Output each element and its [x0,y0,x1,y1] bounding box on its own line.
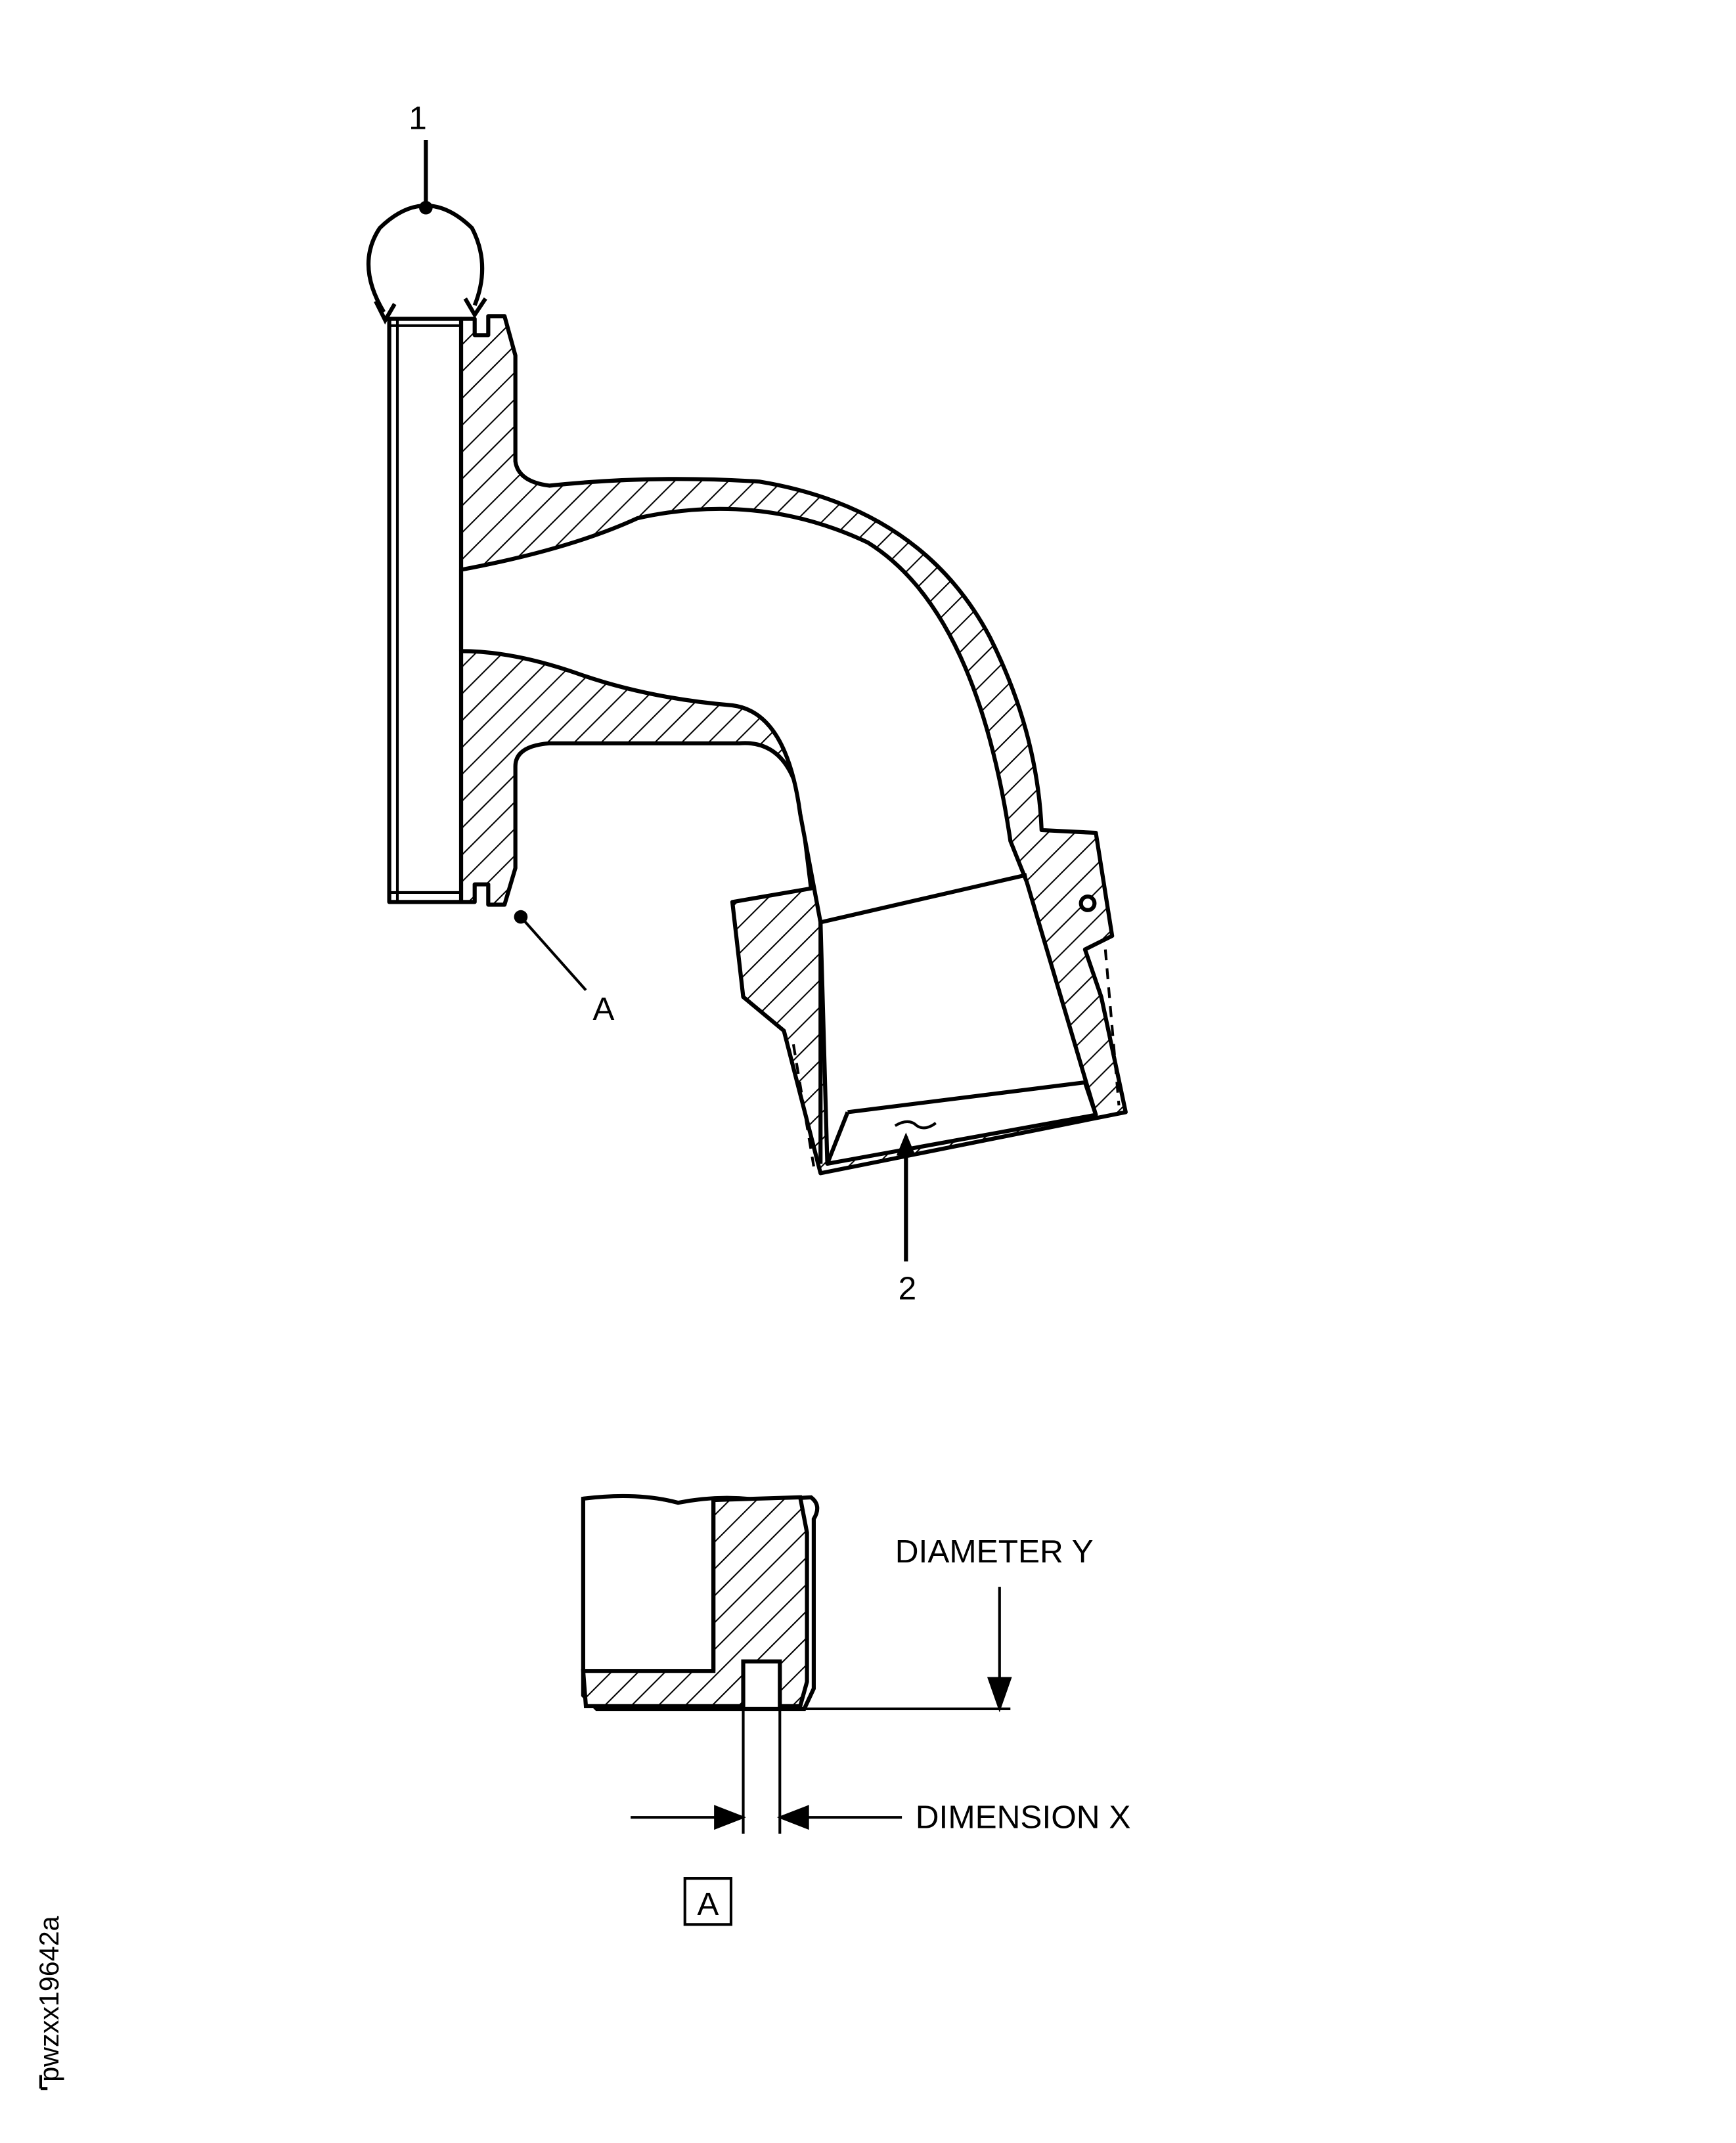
lock-hole [1079,895,1097,912]
elbow-section [387,314,1128,1176]
rotate-arrow-icon [367,204,485,313]
thread-dashes [791,949,1121,1167]
detail-ref-label: A [592,990,614,1027]
callout-2: 2 [896,1132,917,1306]
flange-plate [387,317,464,904]
detail-box [683,1877,733,1926]
elbow-bore [458,506,1098,1166]
mark-tilde [894,1120,937,1130]
callout-detail-a: A [514,910,614,1027]
diameter-y-label: DIAMETER Y [895,1533,1094,1570]
dimension-x-label: DIMENSION X [916,1799,1131,1836]
figure-id: pwzxx19642a [34,1916,64,2090]
callout-2-label: 2 [899,1270,917,1306]
flange-edge-lines [389,319,462,902]
socket-lines [818,873,1098,1165]
detail-box-label: A [697,1886,719,1922]
callout-1-label: 1 [409,99,427,136]
callout-1: 1 [367,99,487,325]
detail-a [581,1493,1012,1926]
figure-id-label: pwzxx19642a [34,1916,64,2081]
